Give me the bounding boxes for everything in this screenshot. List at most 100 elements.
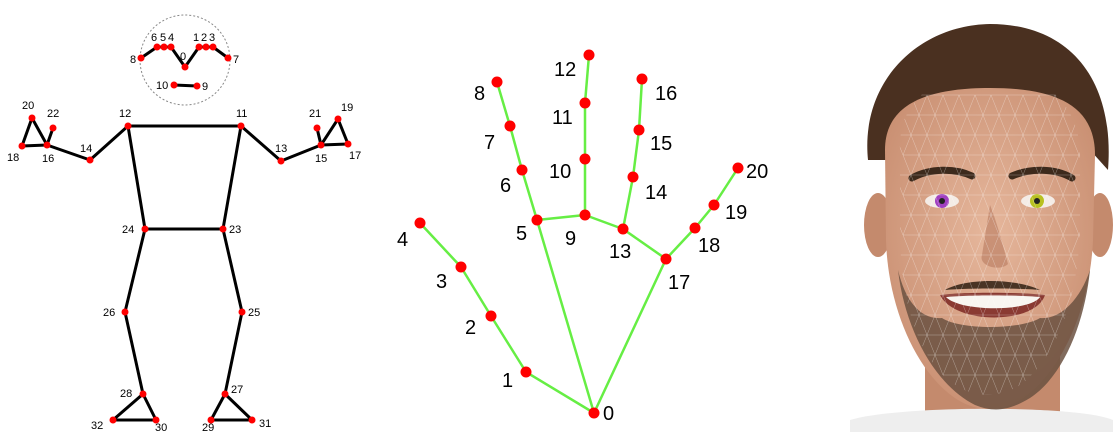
pose-keypoint-4	[167, 43, 175, 51]
face-mesh-triangle	[1070, 214, 1080, 236]
face-mesh-triangle	[1030, 234, 1048, 256]
hand-connection-0-1	[524, 370, 596, 415]
face-mesh-triangle	[1054, 214, 1072, 236]
face-mesh-triangle	[982, 274, 1000, 296]
face-mesh-triangle	[902, 274, 920, 296]
hand-label-4: 4	[397, 229, 408, 251]
face-mesh-triangle	[950, 234, 968, 256]
pose-connection-27-31	[223, 392, 254, 422]
face-mesh-triangle	[918, 194, 936, 216]
face-mesh-triangle	[918, 314, 936, 336]
face-mesh-triangle	[1038, 134, 1056, 156]
face-mesh-triangle	[910, 254, 928, 276]
pose-label-29: 29	[202, 422, 214, 432]
face-mesh-triangle	[1062, 194, 1080, 216]
pose-connection-11-13	[239, 124, 283, 163]
face-mesh-triangle	[942, 214, 960, 236]
pose-label-10: 10	[156, 80, 168, 92]
face-mesh-triangle	[1014, 114, 1032, 136]
pose-label-6: 6	[151, 32, 157, 44]
face-mesh-triangle	[1030, 194, 1048, 216]
hand-labels: 0 1 2 3 4 5 6 7 8 9 10 11 12 13 14 15 16…	[397, 59, 768, 425]
pose-label-11: 11	[236, 108, 247, 120]
face-mesh-triangle	[998, 194, 1016, 216]
hand-diagram: 0 1 2 3 4 5 6 7 8 9 10 11 12 13 14 15 16…	[397, 49, 768, 425]
pose-label-9: 9	[202, 81, 208, 93]
right-pupil	[1034, 198, 1040, 204]
hand-connection-11-12	[583, 53, 591, 105]
pose-label-16: 16	[42, 153, 54, 165]
pose-keypoint-2	[202, 43, 210, 51]
face-mesh-triangle	[1038, 254, 1056, 276]
face-mesh-triangle	[966, 314, 984, 336]
face-mesh-triangle	[1006, 334, 1024, 356]
hand-keypoint-9	[579, 209, 591, 221]
pose-keypoint-12	[124, 122, 132, 130]
pose-diagram: 0 1 2 3 4 5 6 7 8 9 10 11 12 13 14 15 16…	[7, 14, 361, 432]
pose-label-30: 30	[155, 422, 167, 432]
face-mesh-triangle	[958, 134, 976, 156]
face-mesh-triangle	[1038, 94, 1056, 116]
hand-keypoint-8	[491, 76, 503, 88]
pose-label-4: 4	[168, 32, 174, 44]
hand-keypoint-14	[627, 171, 639, 183]
face-mesh-triangle	[1062, 154, 1080, 176]
face-mesh-triangle	[1046, 114, 1064, 136]
hand-label-8: 8	[474, 83, 485, 105]
pose-connection-11-23	[221, 124, 243, 231]
face-mesh-triangle	[910, 294, 928, 316]
face-mesh-triangle	[1022, 294, 1040, 316]
face-mesh-triangle	[910, 214, 928, 236]
face-mesh-triangle	[1078, 354, 1080, 376]
face-mesh-triangle	[974, 94, 992, 116]
face-mesh-triangle	[1062, 354, 1080, 376]
hand-connection-19-20	[712, 166, 740, 207]
hand-connection-9-13	[583, 213, 625, 231]
hand-keypoints	[414, 49, 744, 419]
face-mesh-triangle	[942, 174, 960, 196]
pose-keypoint-11	[237, 122, 245, 130]
face-mesh-triangle	[899, 214, 912, 236]
face-mesh-triangle	[982, 154, 1000, 176]
pose-connection-24-26	[123, 227, 147, 314]
hand-keypoint-7	[504, 120, 516, 132]
hand-keypoint-2	[485, 310, 497, 322]
face-mesh-triangle	[899, 134, 912, 156]
pose-connection-12-14	[88, 124, 130, 162]
face-mesh-triangle	[1070, 374, 1080, 395]
face-mesh-triangle	[902, 114, 920, 136]
face-mesh-triangle	[942, 334, 960, 356]
face-mesh-triangle	[974, 334, 992, 356]
face-mesh-triangle	[982, 114, 1000, 136]
face-mesh-triangle	[942, 294, 960, 316]
hand-keypoint-5	[531, 214, 543, 226]
pose-keypoint-24	[141, 225, 149, 233]
face-mesh-triangle	[934, 274, 952, 296]
hand-label-0: 0	[603, 403, 614, 425]
face-mesh-triangle	[1006, 134, 1024, 156]
face-mesh-triangle	[990, 214, 1008, 236]
face-mesh-triangle	[934, 194, 952, 216]
hand-connection-13-17	[621, 227, 668, 261]
face-mesh-triangle	[934, 234, 952, 256]
face-mesh-triangle	[950, 354, 968, 376]
face-mesh-triangle	[998, 234, 1016, 256]
face-mesh-triangle	[1079, 395, 1095, 415]
hand-label-18: 18	[698, 235, 720, 257]
face-mesh-triangle	[958, 334, 976, 356]
pose-label-28: 28	[120, 388, 132, 400]
face-mesh-triangle	[1006, 254, 1024, 276]
pose-keypoint-27	[221, 390, 229, 398]
pose-connection-18-20	[20, 116, 34, 148]
hand-label-15: 15	[650, 133, 672, 155]
face-mesh-triangle	[1046, 234, 1064, 256]
face-mesh-triangle	[950, 154, 968, 176]
pose-keypoint-17	[344, 140, 352, 148]
hand-keypoint-16	[636, 73, 648, 85]
face-mesh-triangle	[942, 254, 960, 276]
face-mesh-triangle	[990, 134, 1008, 156]
pose-keypoint-20	[28, 114, 36, 122]
face-mesh-triangle	[1014, 234, 1032, 256]
face-mesh-triangle	[1054, 294, 1072, 316]
face-mesh-triangle	[926, 134, 944, 156]
